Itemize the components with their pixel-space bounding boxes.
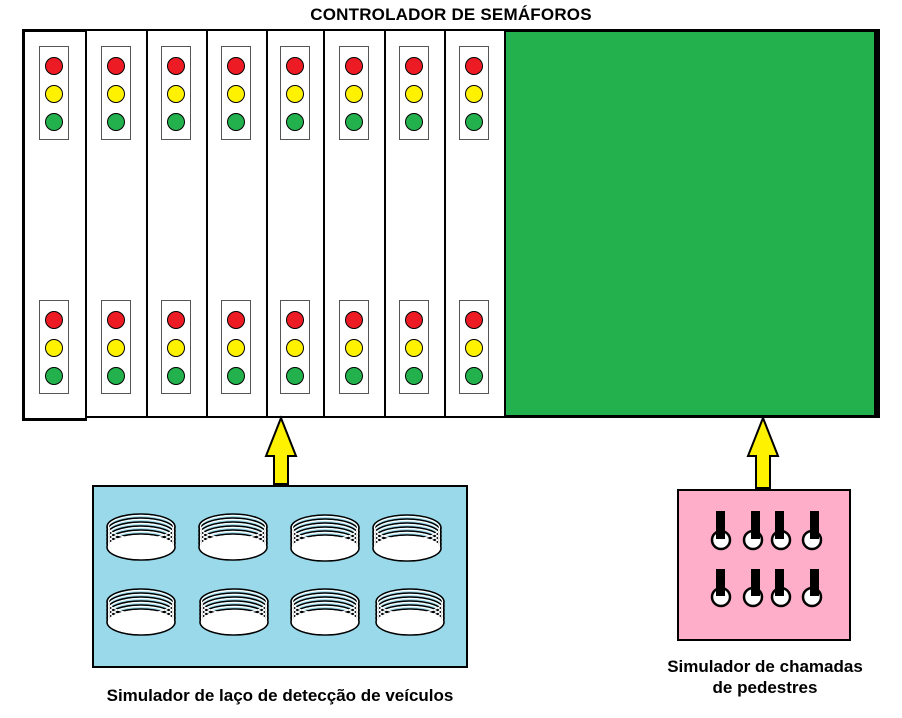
- green-lamp: [405, 113, 423, 131]
- detector-coils: [106, 513, 445, 636]
- push-button-switch-icon: [742, 511, 764, 551]
- detector-coil-icon: [372, 514, 442, 562]
- detector-coil-icon: [375, 588, 445, 636]
- yellow-lamp: [405, 339, 423, 357]
- traffic-light-upper: [459, 46, 489, 140]
- detector-coil-icon: [290, 514, 360, 562]
- traffic-light-upper: [338, 46, 369, 140]
- pedestrian-label-line1: Simulador de chamadas: [667, 657, 863, 676]
- diagram-title: CONTROLADOR DE SEMÁFOROS: [310, 5, 592, 24]
- yellow-lamp: [167, 85, 185, 103]
- push-button-switch-icon: [801, 569, 823, 608]
- red-lamp: [344, 311, 363, 329]
- green-lamp: [106, 113, 125, 131]
- green-lamp: [344, 113, 363, 131]
- red-lamp: [405, 311, 423, 329]
- traffic-light-lower: [399, 300, 429, 394]
- push-button-switch-icon: [801, 511, 823, 551]
- detector-coil-icon: [106, 588, 176, 636]
- yellow-lamp: [44, 85, 63, 103]
- pedestrian-arrow: [746, 415, 780, 489]
- red-lamp: [285, 311, 304, 329]
- green-lamp: [285, 113, 304, 131]
- red-lamp: [106, 57, 125, 75]
- controller-green-panel: [504, 29, 877, 418]
- push-button-switch-icon: [742, 569, 764, 608]
- green-lamp: [44, 367, 63, 385]
- yellow-lamp: [227, 339, 245, 357]
- pedestrian-call-simulator: [677, 489, 851, 641]
- pedestrian-switches: [710, 511, 823, 608]
- push-button-switch-icon: [770, 511, 792, 551]
- detector-coil-icon: [198, 513, 268, 561]
- green-lamp: [167, 367, 185, 385]
- red-lamp: [465, 57, 483, 75]
- yellow-lamp: [344, 85, 363, 103]
- red-lamp: [227, 311, 245, 329]
- traffic-light-upper: [38, 46, 69, 140]
- yellow-lamp: [344, 339, 363, 357]
- traffic-light-upper: [399, 46, 429, 140]
- pedestrian-simulator-label: Simulador de chamadas de pedestres: [640, 656, 890, 698]
- green-lamp: [465, 113, 483, 131]
- detector-coil-icon: [199, 588, 269, 636]
- yellow-lamp: [227, 85, 245, 103]
- traffic-light-lower: [161, 300, 191, 394]
- red-lamp: [227, 57, 245, 75]
- push-button-switch-icon: [710, 569, 732, 608]
- green-lamp: [106, 367, 125, 385]
- yellow-lamp: [285, 85, 304, 103]
- traffic-light-lower: [100, 300, 131, 394]
- detector-coil-icon: [106, 513, 176, 561]
- pedestrian-label-line2: de pedestres: [712, 678, 818, 697]
- green-lamp: [227, 367, 245, 385]
- yellow-lamp: [285, 339, 304, 357]
- red-lamp: [44, 311, 63, 329]
- green-lamp: [167, 113, 185, 131]
- traffic-light-upper: [221, 46, 251, 140]
- yellow-lamp: [405, 85, 423, 103]
- red-lamp: [106, 311, 125, 329]
- traffic-light-lower: [338, 300, 369, 394]
- red-lamp: [44, 57, 63, 75]
- green-lamp: [227, 113, 245, 131]
- loop-arrow: [264, 415, 298, 485]
- yellow-lamp: [44, 339, 63, 357]
- loop-detector-simulator: [92, 485, 468, 668]
- green-lamp: [44, 113, 63, 131]
- push-button-switch-icon: [770, 569, 792, 608]
- yellow-lamp: [465, 339, 483, 357]
- red-lamp: [465, 311, 483, 329]
- red-lamp: [405, 57, 423, 75]
- yellow-lamp: [167, 339, 185, 357]
- traffic-light-lower: [459, 300, 489, 394]
- red-lamp: [167, 311, 185, 329]
- traffic-light-upper: [100, 46, 131, 140]
- push-button-switch-icon: [710, 511, 732, 551]
- traffic-light-lower: [279, 300, 310, 394]
- traffic-light-lower: [38, 300, 69, 394]
- green-lamp: [465, 367, 483, 385]
- yellow-lamp: [106, 85, 125, 103]
- traffic-light-lower: [221, 300, 251, 394]
- loop-simulator-label: Simulador de laço de detecção de veículo…: [106, 686, 454, 705]
- green-lamp: [285, 367, 304, 385]
- detector-coil-icon: [290, 588, 360, 636]
- red-lamp: [167, 57, 185, 75]
- yellow-lamp: [465, 85, 483, 103]
- yellow-lamp: [106, 339, 125, 357]
- red-lamp: [285, 57, 304, 75]
- green-lamp: [405, 367, 423, 385]
- traffic-light-upper: [279, 46, 310, 140]
- traffic-light-upper: [161, 46, 191, 140]
- green-lamp: [344, 367, 363, 385]
- red-lamp: [344, 57, 363, 75]
